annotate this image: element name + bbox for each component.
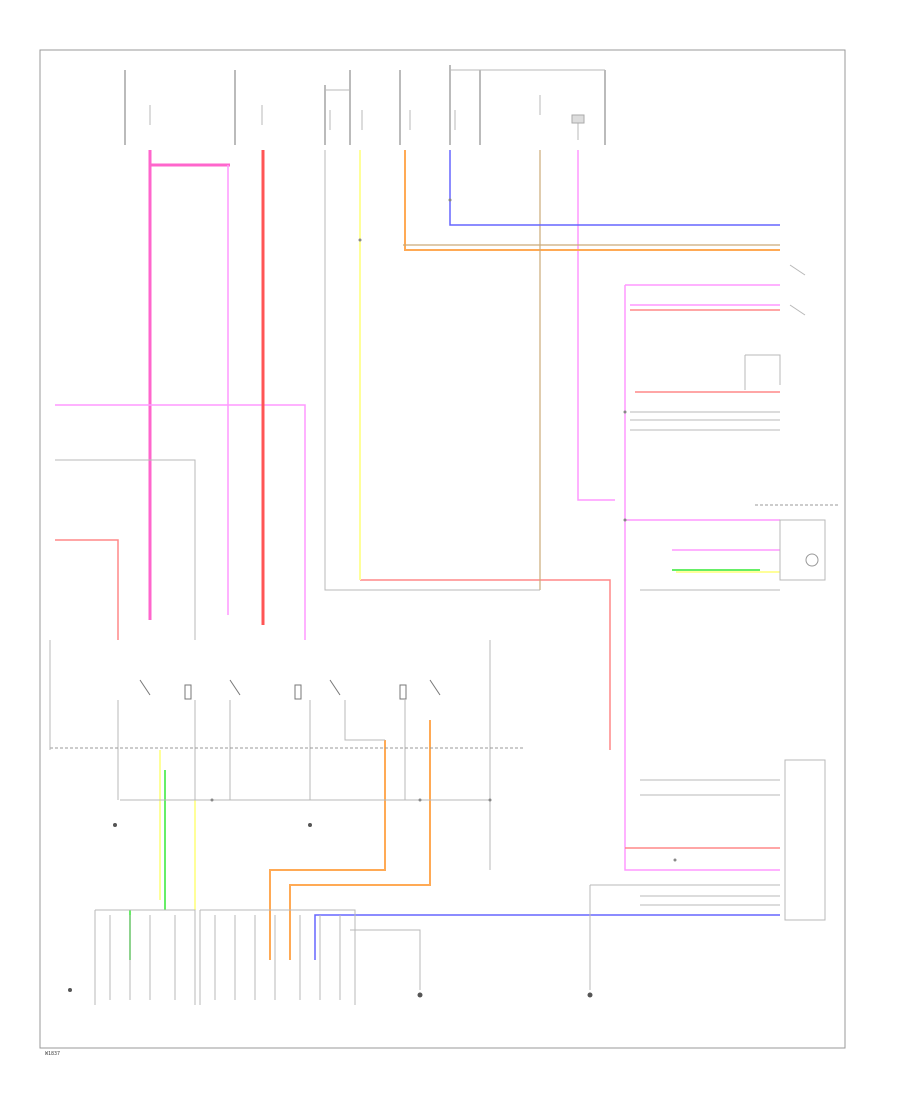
splice-points: [210, 198, 677, 862]
wire-yellow: [159, 150, 780, 910]
wire-green: [129, 569, 760, 960]
diagram-frame: [39, 49, 846, 1049]
relay-switches: [139, 679, 441, 700]
bottom-connectors: [94, 909, 356, 1005]
right-components: [755, 264, 840, 921]
wire-orange: [269, 150, 780, 960]
top-fuse-blocks: [124, 65, 606, 145]
page-code: W1837: [45, 1051, 60, 1057]
fuse-symbols: [149, 95, 579, 140]
gray-wires: [55, 150, 781, 990]
wire-tan: [403, 150, 780, 590]
ground-symbols: [68, 823, 593, 998]
wire-magenta: [55, 150, 780, 871]
wire-blue: [314, 150, 780, 960]
wire-pink-left: [148, 150, 230, 620]
wire-lightpink: [55, 309, 780, 849]
